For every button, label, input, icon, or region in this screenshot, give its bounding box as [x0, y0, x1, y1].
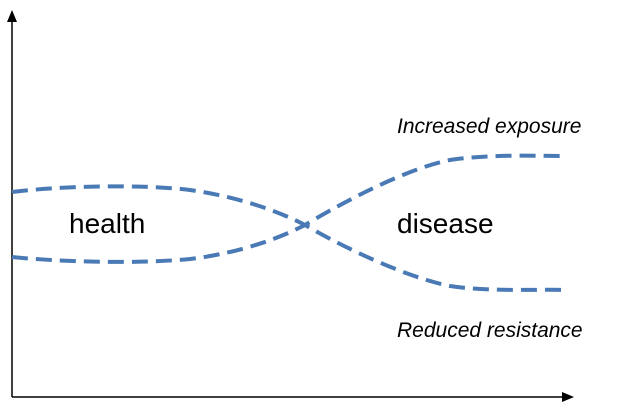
x-axis-arrowhead-icon: [562, 392, 574, 402]
increased-exposure-label: Increased exposure: [397, 115, 582, 138]
health-label: health: [69, 208, 146, 239]
y-axis-arrowhead-icon: [7, 10, 17, 22]
disease-label: disease: [397, 208, 494, 239]
increased-exposure-curve: [11, 153, 568, 264]
reduced-resistance-label: Reduced resistance: [397, 319, 583, 342]
